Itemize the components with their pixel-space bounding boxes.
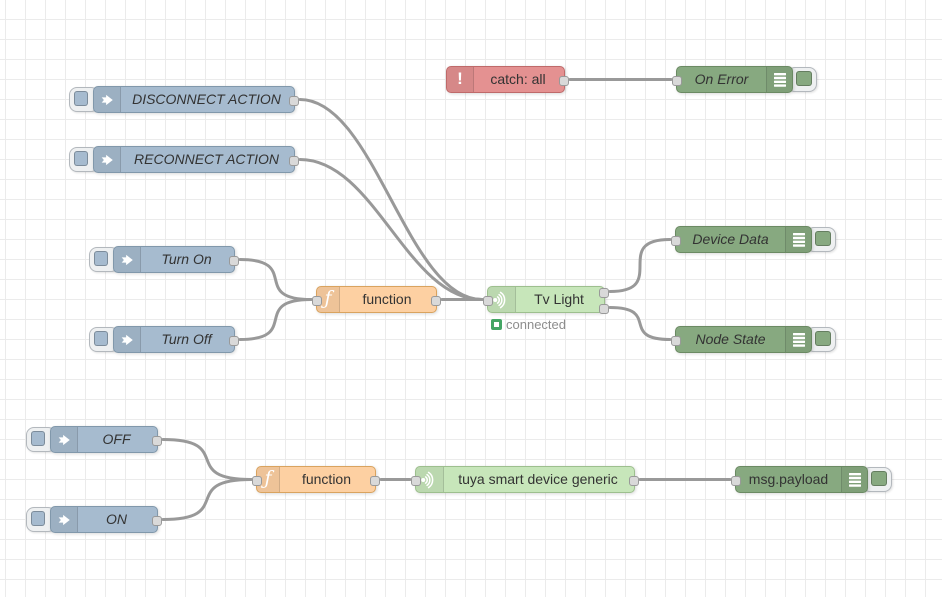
debug-toggle-fill	[815, 231, 831, 246]
node-label: msg.payload	[748, 471, 829, 487]
wire-tvlight-devicedata[interactable]	[608, 238, 672, 293]
inject-button-fill	[31, 431, 45, 446]
output-port[interactable]	[289, 95, 299, 106]
inject-button-fill	[31, 511, 45, 526]
input-port[interactable]	[672, 75, 682, 86]
inject-arrow-icon	[114, 327, 141, 352]
input-port[interactable]	[483, 295, 493, 306]
input-port[interactable]	[312, 295, 322, 306]
node-turnoff[interactable]: Turn Off	[113, 326, 239, 353]
node-label: On Error	[694, 71, 749, 87]
node-label: tuya smart device generic	[458, 471, 618, 487]
wire-turnon-fn1[interactable]	[238, 258, 313, 301]
node-label: OFF	[102, 431, 131, 447]
inject-button-fill	[74, 151, 88, 166]
inject-arrow-icon	[114, 247, 141, 272]
node-onerror[interactable]: On Error	[672, 66, 793, 93]
output-port[interactable]	[229, 335, 239, 346]
function-f-icon: ƒ	[317, 287, 340, 312]
wire-reconnect-tvlight[interactable]	[298, 158, 484, 301]
wire-tvlight-nodestate[interactable]	[608, 306, 672, 341]
input-port[interactable]	[671, 235, 681, 246]
debug-list-icon	[785, 327, 811, 352]
node-label: Turn On	[161, 251, 212, 267]
inject-button-fill	[94, 251, 108, 266]
node-label: Device Data	[692, 231, 769, 247]
output-port[interactable]	[431, 295, 441, 306]
inject-arrow-icon	[51, 427, 78, 452]
node-disconnect[interactable]: DISCONNECT ACTION	[93, 86, 299, 113]
wire-turnoff-fn1[interactable]	[238, 298, 313, 341]
debug-list-icon	[841, 467, 867, 492]
node-tvlight[interactable]: Tv Light	[483, 286, 609, 314]
input-port[interactable]	[671, 335, 681, 346]
output-port[interactable]	[629, 475, 639, 486]
debug-list-icon	[766, 67, 792, 92]
node-tuya[interactable]: tuya smart device generic	[411, 466, 639, 493]
node-label: Node State	[695, 331, 766, 347]
output-port[interactable]	[599, 303, 609, 314]
node-devicedata[interactable]: Device Data	[671, 226, 812, 253]
node-catch[interactable]: ! catch: all	[446, 66, 569, 93]
node-label: ON	[106, 511, 127, 527]
wire-on-fn2[interactable]	[161, 478, 253, 521]
output-port[interactable]	[599, 287, 609, 298]
output-port[interactable]	[289, 155, 299, 166]
node-payload[interactable]: msg.payload	[731, 466, 868, 493]
debug-list-icon	[785, 227, 811, 252]
output-port[interactable]	[559, 75, 569, 86]
function-f-icon: ƒ	[257, 467, 280, 492]
input-port[interactable]	[252, 475, 262, 486]
debug-toggle-button[interactable]	[787, 66, 817, 92]
node-nodestate[interactable]: Node State	[671, 326, 812, 353]
inject-button-fill	[94, 331, 108, 346]
wire-disconnect-tvlight[interactable]	[298, 98, 484, 301]
output-port[interactable]	[152, 515, 162, 526]
node-label: function	[362, 291, 412, 307]
node-status: connected	[491, 317, 566, 332]
inject-arrow-icon	[51, 507, 78, 532]
node-label: Tv Light	[534, 291, 584, 307]
output-port[interactable]	[152, 435, 162, 446]
input-port[interactable]	[731, 475, 741, 486]
node-fn2[interactable]: ƒ function	[252, 466, 380, 493]
inject-arrow-icon	[94, 87, 121, 112]
debug-toggle-fill	[815, 331, 831, 346]
node-label: DISCONNECT ACTION	[132, 91, 281, 107]
node-fn1[interactable]: ƒ function	[312, 286, 441, 313]
output-port[interactable]	[229, 255, 239, 266]
status-ring-icon	[491, 319, 502, 330]
status-text: connected	[506, 317, 566, 332]
exclamation-icon: !	[447, 67, 474, 92]
output-port[interactable]	[370, 475, 380, 486]
debug-toggle-fill	[871, 471, 887, 486]
node-label: RECONNECT ACTION	[134, 151, 279, 167]
inject-arrow-icon	[94, 147, 121, 172]
node-label: function	[301, 471, 352, 487]
node-label: catch: all	[490, 71, 546, 87]
node-off[interactable]: OFF	[50, 426, 162, 453]
node-turnon[interactable]: Turn On	[113, 246, 239, 273]
input-port[interactable]	[411, 475, 421, 486]
node-label: Turn Off	[161, 331, 212, 347]
node-on[interactable]: ON	[50, 506, 162, 533]
inject-button-fill	[74, 91, 88, 106]
debug-toggle-fill	[796, 71, 812, 86]
node-reconnect[interactable]: RECONNECT ACTION	[93, 146, 299, 173]
wire-off-fn2[interactable]	[161, 438, 253, 481]
